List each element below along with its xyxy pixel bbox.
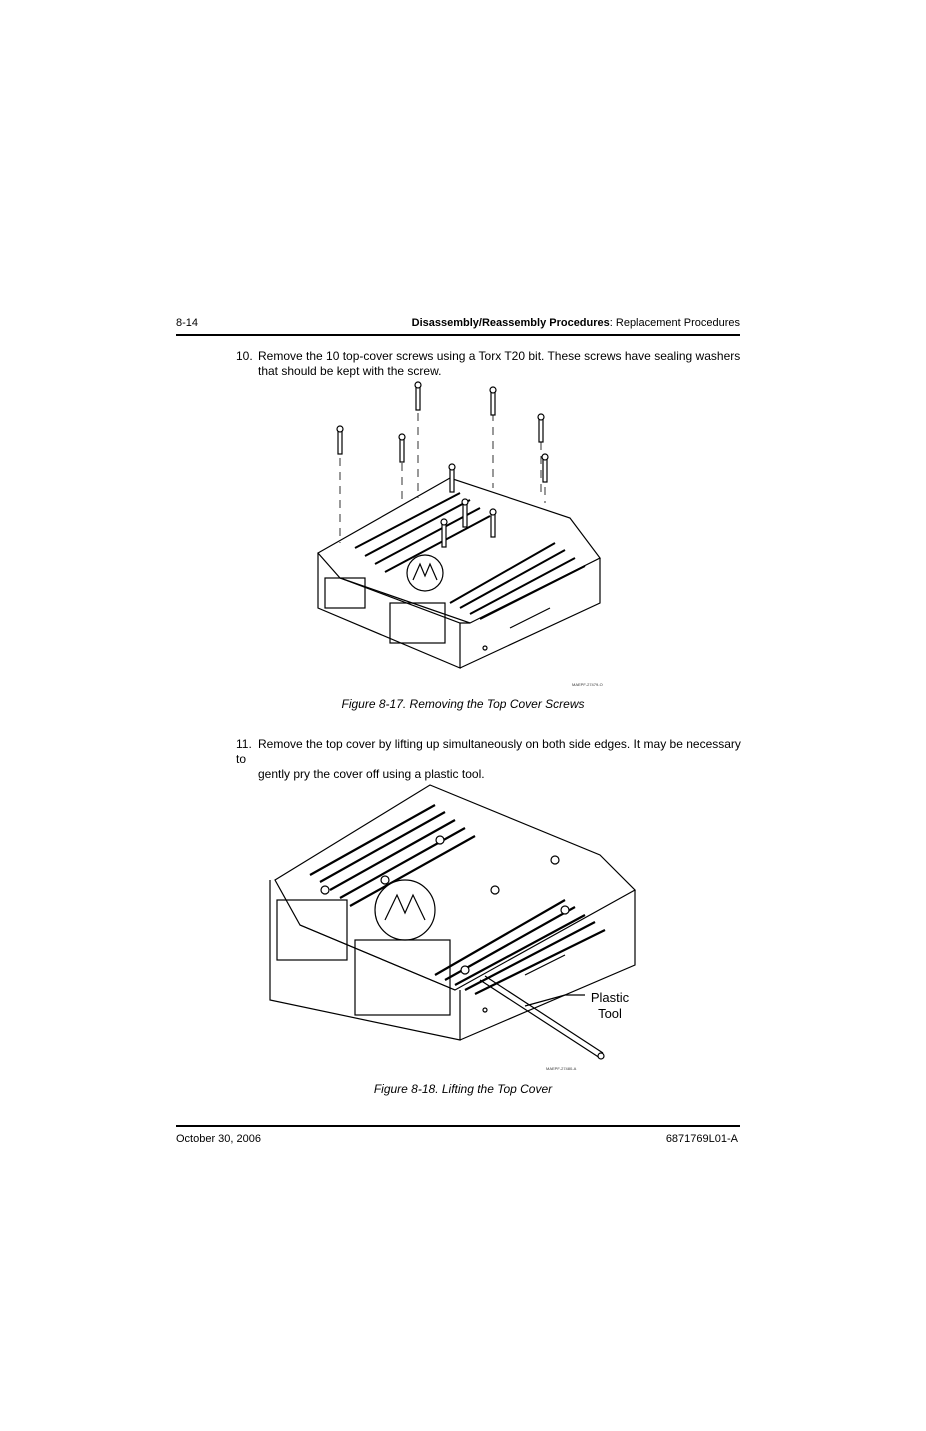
header-rule (176, 334, 740, 336)
section-title-rest: : Replacement Procedures (609, 317, 740, 329)
figure-tag: MAEPF-27479-O (572, 682, 603, 687)
section-title-bold: Disassembly/Reassembly Procedures (411, 317, 610, 329)
plastic-tool-callout: Plastic Tool (585, 990, 635, 1022)
figure-tag: MAEPF-27480-A (546, 1066, 577, 1071)
step-text-cont: gently pry the cover off using a plastic… (258, 767, 485, 781)
step-11: 11.Remove the top cover by lifting up si… (236, 737, 746, 782)
figure-caption: Figure 8-17. Removing the Top Cover Scre… (341, 697, 585, 711)
step-number: 11. (236, 737, 252, 751)
callout-line: Plastic (590, 990, 630, 1005)
page-number: 8-14 (176, 317, 199, 329)
figure-8-17-illustration (317, 381, 601, 669)
footer-rule (176, 1125, 740, 1127)
step-number: 10. (236, 349, 253, 363)
step-text: Remove the top cover by lifting up simul… (236, 737, 741, 766)
figure-8-18-illustration (269, 784, 636, 1060)
footer-date: October 30, 2006 (176, 1133, 262, 1145)
footer-doc-number: 6871769L01-A (665, 1133, 738, 1145)
step-text: Remove the 10 top-cover screws using a T… (258, 349, 741, 363)
callout-line: Tool (598, 1006, 622, 1021)
section-title: Disassembly/Reassembly Procedures: Repla… (412, 317, 740, 329)
step-text-cont: that should be kept with the screw. (258, 364, 442, 378)
figure-caption: Figure 8-18. Lifting the Top Cover (373, 1082, 553, 1096)
step-10: 10. Remove the 10 top-cover screws using … (236, 349, 746, 379)
